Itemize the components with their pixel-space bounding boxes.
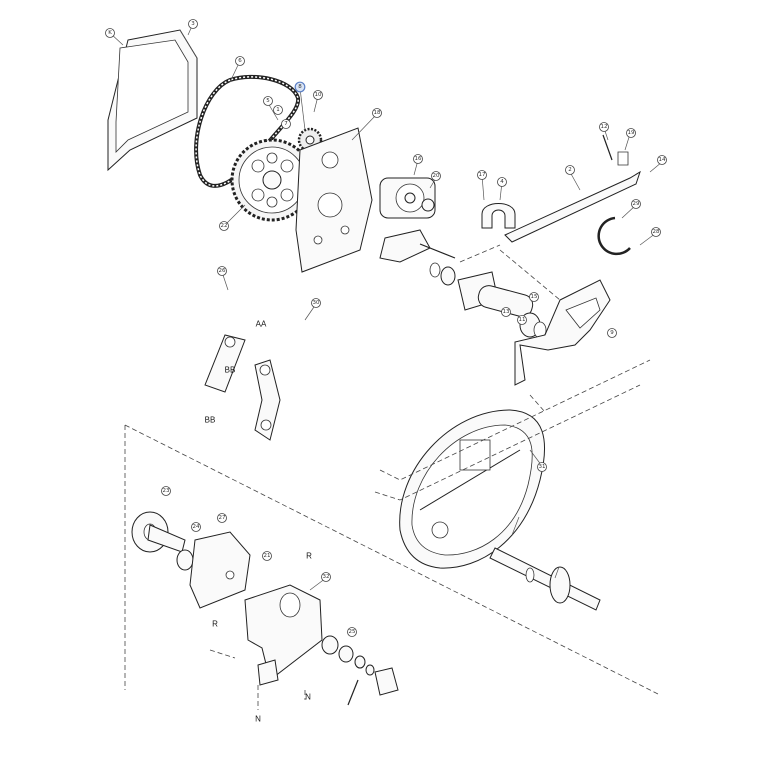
pivot-bracket <box>514 279 611 386</box>
svg-text:26: 26 <box>219 268 226 274</box>
callout-balloons: K 3 6 8 10 18 5 1 7 22 12 19 14 2 16 20 … <box>105 19 667 637</box>
callout-25[interactable]: 25 <box>347 627 357 637</box>
callout-22[interactable]: 22 <box>219 221 229 231</box>
svg-text:8: 8 <box>298 84 302 90</box>
callout-13[interactable]: 13 <box>501 307 511 317</box>
svg-text:16: 16 <box>415 156 422 162</box>
callout-11[interactable]: 11 <box>517 315 527 325</box>
svg-text:3: 3 <box>191 21 195 27</box>
svg-text:31: 31 <box>539 464 546 470</box>
svg-text:14: 14 <box>659 157 666 163</box>
callout-16[interactable]: 16 <box>413 154 423 164</box>
svg-text:15: 15 <box>531 294 538 300</box>
callout-k[interactable]: K <box>105 28 115 38</box>
gear-case-cover <box>189 531 251 609</box>
svg-text:10: 10 <box>315 92 322 98</box>
linkage-bracket <box>379 229 456 263</box>
callout-32[interactable]: 32 <box>321 572 331 582</box>
svg-text:12: 12 <box>601 124 608 130</box>
svg-text:32: 32 <box>323 574 330 580</box>
callout-29[interactable]: 29 <box>631 199 641 209</box>
callout-3[interactable]: 3 <box>188 19 198 29</box>
callout-7[interactable]: 7 <box>281 119 291 129</box>
svg-text:21: 21 <box>264 553 271 559</box>
callout-28[interactable]: 28 <box>651 227 661 237</box>
left-linkage-arms <box>204 334 281 441</box>
mounting-plate <box>295 127 373 273</box>
callout-27[interactable]: 27 <box>217 513 227 523</box>
callout-14[interactable]: 14 <box>657 155 667 165</box>
svg-text:25: 25 <box>349 629 356 635</box>
svg-text:28: 28 <box>653 229 660 235</box>
callout-8-selected[interactable]: 8 <box>294 81 306 93</box>
bearing-stack <box>321 635 399 706</box>
svg-text:4: 4 <box>500 179 504 185</box>
svg-text:19: 19 <box>628 130 635 136</box>
marker-bb-lower: BB <box>205 416 216 425</box>
svg-text:30: 30 <box>313 300 320 306</box>
svg-text:23: 23 <box>163 488 170 494</box>
svg-text:11: 11 <box>519 317 526 323</box>
bearing-support-bracket <box>244 584 323 686</box>
callout-15[interactable]: 15 <box>529 292 539 302</box>
svg-text:1: 1 <box>276 107 280 113</box>
marker-n-right: N <box>305 693 311 702</box>
marker-aa: AA <box>256 320 267 329</box>
hub-shaft-assembly <box>429 262 547 339</box>
callout-20[interactable]: 20 <box>431 171 441 181</box>
callout-5[interactable]: 5 <box>263 96 273 106</box>
callout-17[interactable]: 17 <box>477 170 487 180</box>
svg-text:20: 20 <box>433 173 440 179</box>
callout-2[interactable]: 2 <box>565 165 575 175</box>
large-sprocket <box>230 138 314 222</box>
callout-10[interactable]: 10 <box>313 90 323 100</box>
callout-24[interactable]: 24 <box>191 522 201 532</box>
u-clamp <box>481 203 516 229</box>
belt-guard-cover <box>107 29 198 172</box>
marker-bb-upper: BB <box>225 366 236 375</box>
callout-18[interactable]: 18 <box>372 108 382 118</box>
impeller-housing <box>399 409 546 569</box>
callout-6[interactable]: 6 <box>235 56 245 66</box>
retaining-ring <box>597 216 631 256</box>
assembly-dashed-lines <box>124 244 661 710</box>
svg-text:6: 6 <box>238 58 242 64</box>
svg-text:K: K <box>108 30 112 36</box>
svg-text:5: 5 <box>266 98 270 104</box>
output-shaft <box>489 547 601 611</box>
callout-4[interactable]: 4 <box>497 177 507 187</box>
gear-motor <box>379 177 436 219</box>
marker-r-lower: R <box>212 620 218 629</box>
svg-text:24: 24 <box>193 524 200 530</box>
svg-text:17: 17 <box>479 172 486 178</box>
marker-r-upper: R <box>306 552 312 561</box>
callout-30[interactable]: 30 <box>311 298 321 308</box>
letter-markers: AA BB BB R R N N <box>205 320 312 724</box>
callout-26[interactable]: 26 <box>217 266 227 276</box>
callout-21[interactable]: 21 <box>262 551 272 561</box>
svg-text:2: 2 <box>568 167 572 173</box>
svg-text:29: 29 <box>633 201 640 207</box>
long-arm-rod <box>504 134 641 243</box>
svg-text:22: 22 <box>221 223 228 229</box>
svg-text:13: 13 <box>503 309 510 315</box>
callout-12[interactable]: 12 <box>599 122 609 132</box>
callout-9[interactable]: 9 <box>607 328 617 338</box>
svg-text:9: 9 <box>610 330 614 336</box>
left-hub-flange <box>131 511 194 571</box>
svg-text:7: 7 <box>284 121 288 127</box>
svg-text:27: 27 <box>219 515 226 521</box>
marker-n-left: N <box>255 715 261 724</box>
svg-text:18: 18 <box>374 110 381 116</box>
callout-1[interactable]: 1 <box>273 105 283 115</box>
callout-31[interactable]: 31 <box>537 462 547 472</box>
callout-23[interactable]: 23 <box>161 486 171 496</box>
callout-19[interactable]: 19 <box>626 128 636 138</box>
